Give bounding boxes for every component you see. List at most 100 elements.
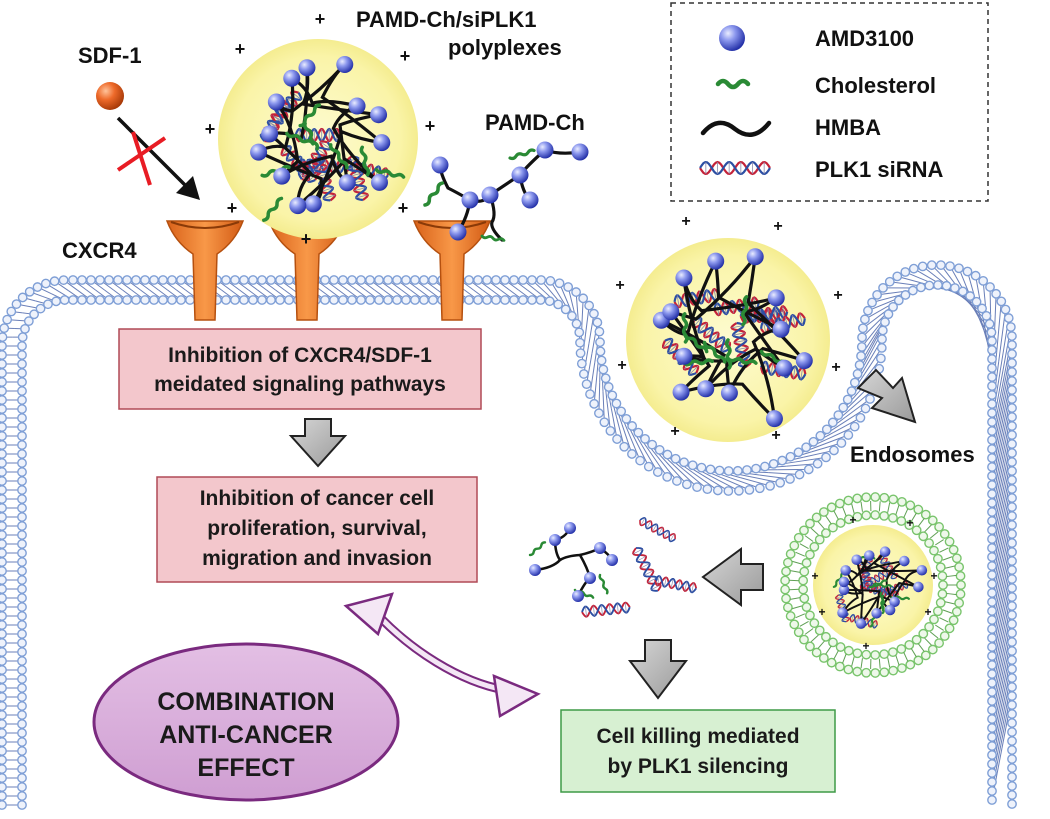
sirna-strand [731, 321, 751, 369]
released-fragments [528, 516, 698, 618]
amd3100-sphere-icon [529, 564, 541, 576]
cxcr4-receptors [165, 220, 492, 321]
polyplex-core [218, 39, 418, 239]
combination-effect-ellipse: COMBINATION ANTI-CANCER EFFECT [92, 642, 400, 802]
hmba-chain-icon [751, 327, 783, 421]
sdf1-ligand [96, 82, 200, 200]
legend: AMD3100 Cholesterol HMBA PLK1 siRNA [670, 2, 989, 202]
amd3100-sphere-icon [273, 167, 291, 185]
amd3100-sphere-icon [336, 56, 354, 74]
amd3100-sphere-icon [283, 69, 301, 87]
hmba-chain-icon [682, 276, 778, 313]
sdf1-label: SDF-1 [78, 43, 142, 68]
amd3100-sphere-icon [571, 143, 589, 161]
cell-killing-line2: by PLK1 silencing [608, 755, 789, 778]
endosome-arrow [856, 368, 917, 424]
down-arrow-killing [627, 639, 689, 700]
amd3100-sphere-icon [662, 303, 680, 321]
hmba-chain-icon [456, 148, 582, 234]
combination-line2: ANTI-CANCER [159, 721, 333, 749]
combination-line1: COMBINATION [157, 688, 334, 716]
polyplexes-label-line2: polyplexes [448, 35, 562, 60]
charge-plus-icon: + [670, 423, 679, 440]
charge-plus-icon: + [862, 639, 869, 653]
inhibition-cancer-line2: proliferation, survival, [207, 517, 426, 540]
combination-line3: EFFECT [197, 754, 294, 782]
combination-double-arrow [343, 592, 541, 719]
sirna-strand [581, 602, 631, 617]
legend-amd3100-label: AMD3100 [815, 26, 914, 51]
amd3100-sphere-icon [549, 534, 561, 546]
membrane-lipid-heads [0, 260, 1017, 810]
amd3100-sphere-icon [772, 320, 790, 338]
cholesterol-squiggle-icon [598, 573, 609, 595]
hmba-chain-icon [268, 132, 313, 208]
hmba-chain-icon [659, 318, 727, 391]
amd3100-sphere-icon [449, 223, 467, 241]
cxcr4-receptor-icon [165, 220, 245, 321]
sirna-strand [673, 289, 720, 308]
amd3100-sphere-icon [871, 608, 882, 619]
cholesterol-squiggle-icon [423, 181, 445, 207]
sirna-strand [639, 516, 676, 543]
amd3100-sphere-icon [304, 195, 322, 213]
hmba-chain-icon [274, 100, 300, 178]
charge-plus-icon: + [425, 116, 436, 136]
amd3100-sphere-icon [913, 581, 924, 593]
cholesterol-squiggle-icon [880, 594, 885, 615]
amd3100-sphere-icon [338, 174, 356, 192]
amd3100-sphere-icon [348, 97, 366, 115]
cholesterol-squiggle-icon [879, 591, 885, 612]
endocytosing-polyplex: ++++++++ [615, 213, 842, 444]
cholesterol-squiggle-icon [872, 583, 893, 588]
hmba-chain-icon [669, 255, 757, 321]
amd3100-sphere-icon [879, 546, 891, 557]
amd3100-sphere-icon [536, 141, 554, 159]
cholesterol-squiggle-icon [726, 356, 758, 365]
cell-killing-box: Cell killing mediated by PLK1 silencing [560, 709, 836, 793]
amd3100-sphere-icon [481, 186, 499, 204]
hmba-chain-icon [290, 76, 359, 108]
charge-plus-icon: + [205, 119, 216, 139]
cholesterol-squiggle-icon [374, 168, 406, 179]
endosome-vesicle [780, 492, 966, 678]
cholesterol-squiggle-icon [682, 358, 714, 367]
amd3100-sphere-icon [564, 522, 576, 534]
hmba-chain-icon [659, 259, 718, 337]
legend-sirna-label: PLK1 siRNA [815, 157, 943, 182]
charge-plus-icon: + [818, 605, 825, 619]
inhibit-cross-icon-2 [131, 131, 152, 186]
charge-plus-icon: + [906, 516, 913, 530]
amd3100-sphere-icon [838, 584, 850, 596]
cholesterol-squiggle-icon [724, 338, 733, 370]
cholesterol-squiggle-icon [868, 579, 888, 589]
inhibition-signaling-line1: Inhibition of CXCR4/SDF-1 [168, 344, 432, 367]
inhibition-cancer-line3: migration and invasion [202, 547, 432, 570]
charge-plus-icon: + [398, 198, 409, 218]
cholesterol-squiggle-icon [715, 78, 751, 90]
charge-plus-icon: + [771, 427, 780, 444]
inhibition-cancer-line1: Inhibition of cancer cell [200, 487, 435, 510]
cxcr4-label: CXCR4 [62, 238, 137, 263]
amd3100-sphere-icon [889, 596, 900, 608]
cell-killing-line1: Cell killing mediated [596, 725, 799, 748]
amd3100-sphere-icon [838, 576, 850, 588]
hmba-chain-icon [842, 588, 881, 615]
amd3100-sphere-icon [298, 59, 316, 77]
hmba-chain-icon [841, 569, 859, 614]
sirna-strand [693, 316, 730, 353]
sirna-strand [699, 160, 771, 176]
cholesterol-squiggle-icon [262, 196, 284, 222]
amd3100-sphere-icon [840, 565, 851, 576]
cholesterol-squiggle-icon [741, 295, 749, 327]
amd3100-sphere-icon [884, 604, 896, 616]
amd3100-sphere-icon [511, 166, 529, 184]
charge-plus-icon: + [617, 357, 626, 374]
hmba-chain-icon [714, 259, 783, 331]
amd3100-sphere-icon [746, 248, 764, 266]
cholesterol-squiggle-icon [702, 340, 727, 364]
amd3100-sphere-icon [370, 173, 388, 191]
charge-plus-icon: + [833, 287, 842, 304]
inhibition-signaling-line2: meidated signaling pathways [154, 373, 446, 396]
